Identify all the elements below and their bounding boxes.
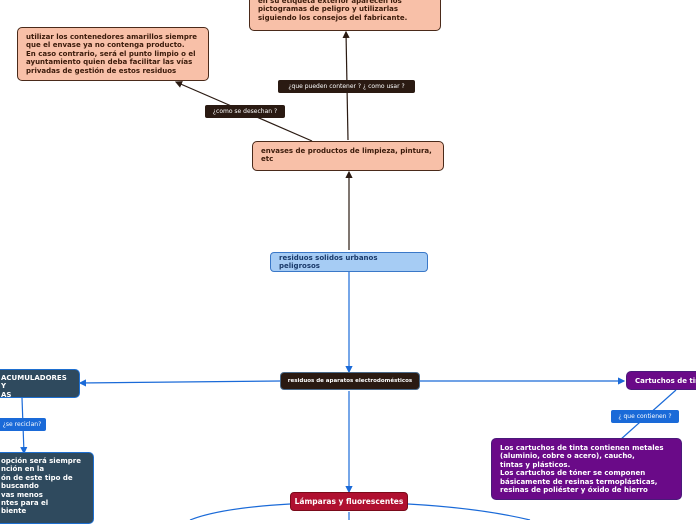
node-acumuladores[interactable]: ACUMULADORES Y AS — [0, 369, 80, 399]
label-como-desechan: ¿como se desechan ? — [205, 105, 285, 118]
node-cartuchos[interactable]: Cartuchos de tin — [626, 371, 696, 390]
node-electro[interactable]: residuos de aparatos electrodomésticos — [280, 372, 420, 390]
link-lamparas-left — [189, 503, 291, 520]
node-cartuchos-text[interactable]: Los cartuchos de tinta contienen metales… — [491, 438, 682, 500]
label-que-pueden: ¿que pueden contener ? ¿ como usar ? — [278, 80, 415, 93]
link-lamparas-right — [407, 503, 531, 520]
node-envases[interactable]: envases de productos de limpieza, pintur… — [252, 141, 444, 171]
node-reciclan-text[interactable]: opción será siempre nción en la ón de es… — [0, 452, 94, 524]
node-top-text[interactable]: en su etiqueta exterior aparecen los pic… — [249, 0, 441, 31]
label-que-contienen: ¿ que contienen ? — [611, 410, 679, 423]
label-se-reciclan: ¿se reciclan? — [0, 418, 46, 431]
link-electro-acumuladores — [78, 379, 281, 387]
node-lamparas[interactable]: Lámparas y fluorescentes — [290, 492, 408, 511]
node-root[interactable]: residuos solidos urbanos peligrosos — [270, 252, 428, 272]
node-containers-text[interactable]: utilizar los contenedores amarillos siem… — [17, 27, 209, 81]
